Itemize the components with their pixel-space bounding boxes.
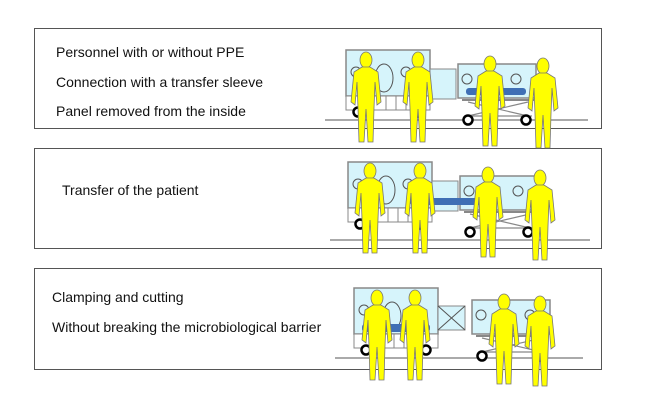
step-2-illustration: [330, 162, 590, 261]
step-1-line-3: Panel removed from the inside: [56, 103, 246, 119]
transfer-sleeve: [429, 68, 457, 100]
step-1-illustration: [325, 50, 588, 149]
step-2-line-1: Transfer of the patient: [62, 182, 199, 198]
step-1-line-1: Personnel with or without PPE: [56, 44, 245, 60]
step-3-line-1: Clamping and cutting: [52, 289, 184, 305]
clamp-cut: [437, 305, 466, 331]
step-3-line-2: Without breaking the microbiological bar…: [52, 319, 322, 335]
step-1-line-2: Connection with a transfer sleeve: [56, 74, 263, 90]
step-3-illustration: [335, 288, 583, 387]
